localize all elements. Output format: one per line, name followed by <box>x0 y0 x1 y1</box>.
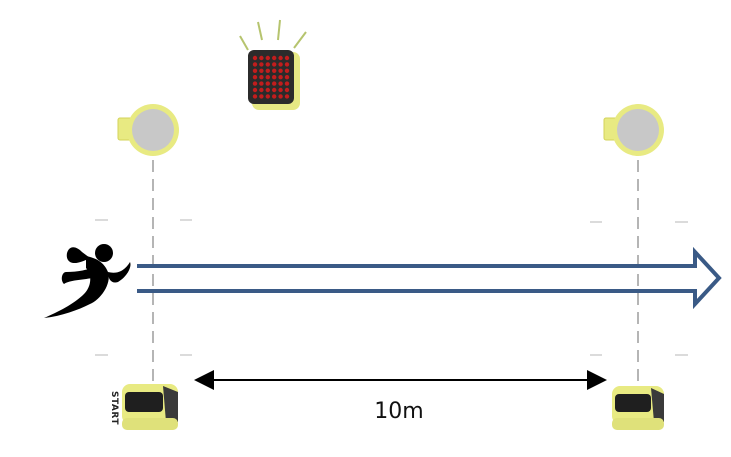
finish-reflector-icon <box>603 104 664 156</box>
led-dot <box>259 81 264 86</box>
led-dot <box>284 68 290 74</box>
led-dot <box>278 81 283 86</box>
led-dot <box>278 75 283 80</box>
led-dot <box>284 62 290 67</box>
led-dot <box>252 94 258 99</box>
led-dot <box>265 87 270 93</box>
led-dot <box>259 87 264 93</box>
led-dot <box>252 55 258 61</box>
led-dot <box>284 75 290 80</box>
led-dot <box>278 94 283 99</box>
sprinter-icon <box>44 244 131 318</box>
distance-label: 10m <box>374 399 423 424</box>
led-matrix <box>252 55 290 99</box>
led-dot <box>265 62 270 67</box>
led-dot <box>278 62 283 67</box>
led-dot <box>272 94 277 99</box>
led-dot <box>252 75 258 80</box>
led-dot <box>265 75 270 80</box>
led-dot <box>259 62 264 67</box>
led-dot <box>265 94 270 99</box>
led-dot <box>278 68 283 74</box>
led-dot <box>252 87 258 93</box>
led-dot <box>252 81 258 86</box>
led-dot <box>259 55 264 61</box>
start-label: START <box>109 391 119 425</box>
led-dot <box>265 81 270 86</box>
led-dot <box>278 55 283 61</box>
led-display-icon <box>239 19 307 110</box>
led-dot <box>272 87 277 93</box>
led-dot <box>259 94 264 99</box>
led-dot <box>265 68 270 74</box>
led-dot <box>284 94 290 99</box>
led-dot <box>265 55 270 61</box>
led-dot <box>252 68 258 74</box>
lane-marks <box>95 219 688 356</box>
led-dot <box>284 87 290 93</box>
start-reflector-icon <box>117 104 179 156</box>
led-dot <box>272 55 277 61</box>
led-dot <box>272 68 277 74</box>
led-dot <box>259 68 264 74</box>
start-timing-gate-icon <box>122 384 178 430</box>
led-dot <box>272 62 277 67</box>
finish-timing-gate-icon <box>612 386 664 430</box>
led-dot <box>272 75 277 80</box>
led-dot <box>284 81 290 86</box>
led-dot <box>284 55 290 61</box>
led-dot <box>278 87 283 93</box>
led-dot <box>259 75 264 80</box>
run-direction-arrow <box>137 246 722 310</box>
led-dot <box>252 62 258 67</box>
led-dot <box>272 81 277 86</box>
